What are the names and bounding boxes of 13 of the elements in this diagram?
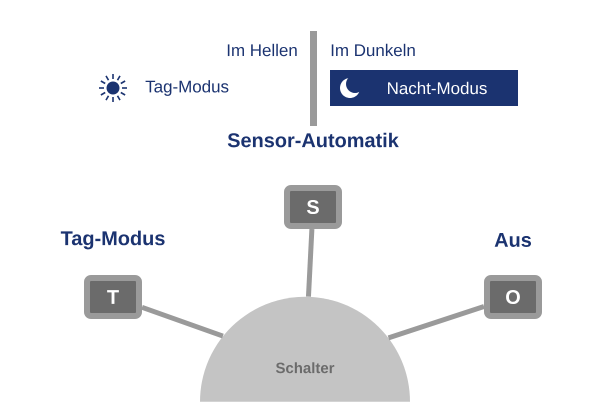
connector-line [141,304,224,338]
mode-heading: Tag-Modus [60,230,165,250]
key-button: O [484,275,542,319]
switch-dial: Schalter [200,296,410,402]
caption-text: Im Hellen [228,44,297,56]
mode-badge: Nacht-Modus [330,70,518,106]
connector-line [388,304,485,340]
mode-heading: Sensor-Automatik [228,132,399,148]
key-button: T [84,275,142,319]
connector-line [306,228,314,297]
caption-text: Tag-Modus [146,80,228,96]
key-button: S [284,185,342,229]
mode-heading: Aus [494,233,531,247]
